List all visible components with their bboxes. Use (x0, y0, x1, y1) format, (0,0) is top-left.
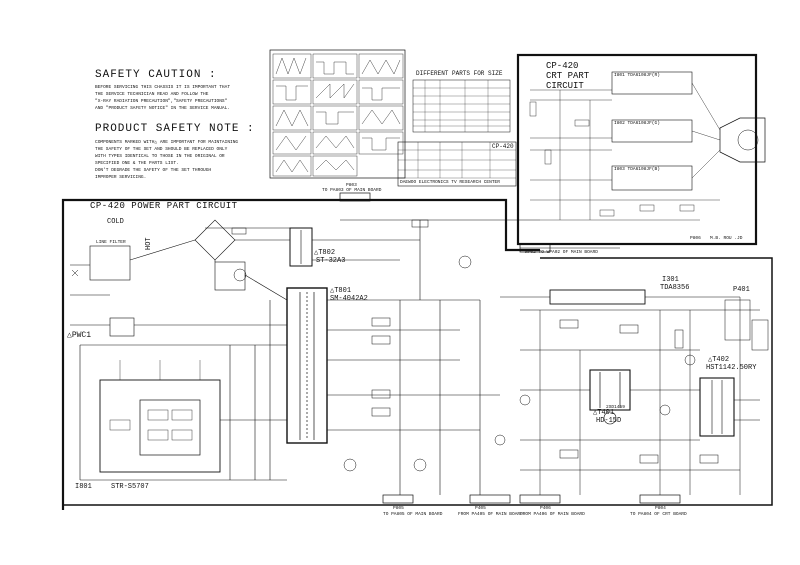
t801-model: SM-4042A2 (330, 295, 368, 303)
safety-caution-title: SAFETY CAUTION : (95, 69, 217, 81)
product-line: IMPROPER SERVICING. (95, 175, 147, 180)
title-block-company: DAEWOO ELECTRONICS TV RESEARCH CENTER (400, 180, 500, 185)
connector-p805-label: TO PA805 OF MAIN BOARD (383, 512, 443, 517)
safety-line: BEFORE SERVICING THIS CHASSIS IT IS IMPO… (95, 85, 231, 90)
t402-model: HST1142.50RY (706, 364, 757, 372)
connector-p804: P804 (655, 506, 666, 511)
t402-label: △T402 (708, 356, 730, 364)
crt-connector-p806: P806 (690, 236, 701, 241)
connector-p405: P405 (475, 506, 486, 511)
product-line: THE SAFETY OF THE SET AND SHOULD BE REPL… (95, 147, 228, 152)
t401-model: HD-15D (596, 417, 622, 425)
title-block-model: CP-420 (492, 143, 514, 150)
product-safety-text: COMPONENTS MARKED WITH△ ARE IMPORTANT FO… (95, 139, 238, 181)
ic-i801-label: I801 TDA6108JF(R) (614, 73, 660, 78)
i301-model: TDA8356 (660, 284, 690, 292)
connector-p405-label: FROM PA405 OF MAIN BOARD (458, 512, 523, 517)
t802-label: △T802 (314, 249, 336, 257)
safety-line: "X-RAY RADIATION PRECAUTION","SAFETY PRE… (95, 99, 228, 104)
ic-i802-label: I802 TDA6108JF(G) (614, 121, 660, 126)
i801-label: I801 (75, 483, 92, 491)
pwc1-label: △PWC1 (67, 331, 92, 340)
product-line: COMPONENTS MARKED WITH△ ARE IMPORTANT FO… (95, 140, 239, 145)
safety-line: THE SERVICE TECHNICIAN READ AND FOLLOW T… (95, 92, 209, 97)
safety-caution-text: BEFORE SERVICING THIS CHASSIS IT IS IMPO… (95, 84, 230, 112)
i301-label: I301 (662, 276, 679, 284)
connector-p406: P406 (540, 506, 551, 511)
connector-p406-label: FROM PA406 OF MAIN BOARD (520, 512, 585, 517)
power-part-title: CP-420 POWER PART CIRCUIT (90, 201, 238, 211)
product-safety-title: PRODUCT SAFETY NOTE : (95, 123, 255, 135)
connector-p803-label: TO PA803 OF MAIN BOARD (322, 188, 382, 193)
connector-wp02-label: WP02 TO WPA02 OF MAIN BOARD (525, 250, 598, 255)
crt-part-title: CP-420 CRT PART CIRCUIT (546, 61, 589, 91)
crt-connector-mb: M.B. ROU .JD (710, 236, 743, 241)
t802-model: ST-32A3 (316, 257, 346, 265)
t801-label: △T801 (330, 287, 352, 295)
t401-label: △T401 (593, 409, 615, 417)
crt-title-line: CIRCUIT (546, 81, 584, 91)
connector-p803: P803 (346, 183, 357, 188)
cold-label: COLD (107, 218, 124, 226)
q402-model: 2SD1459 (606, 405, 625, 410)
i801-model: STR-S5707 (111, 483, 149, 491)
product-line: SPECIFIED ONE & THE PARTS LIST. (95, 161, 179, 166)
crt-title-line: CP-420 (546, 61, 579, 71)
connector-p804-label: TO PA804 OF CRT BOARD (630, 512, 687, 517)
crt-title-line: CRT PART (546, 71, 590, 81)
connector-p805: P805 (393, 506, 404, 511)
ic-i803-label: I803 TDA6108JF(B) (614, 167, 660, 172)
parts-table-title: DIFFERENT PARTS FOR SIZE (416, 70, 503, 77)
product-line: DON'T DEGRADE THE SAFETY OF THE SET THRO… (95, 168, 212, 173)
safety-line: AND "PRODUCT SAFETY NOTICE" IN THE SERVI… (95, 106, 231, 111)
hot-label: HOT (145, 237, 153, 250)
product-line: WITH TYPES IDENTICAL TO THOSE IN THE ORI… (95, 154, 225, 159)
p401-label: P401 (733, 286, 750, 294)
line-filter-label: LINE FILTER (96, 240, 126, 245)
